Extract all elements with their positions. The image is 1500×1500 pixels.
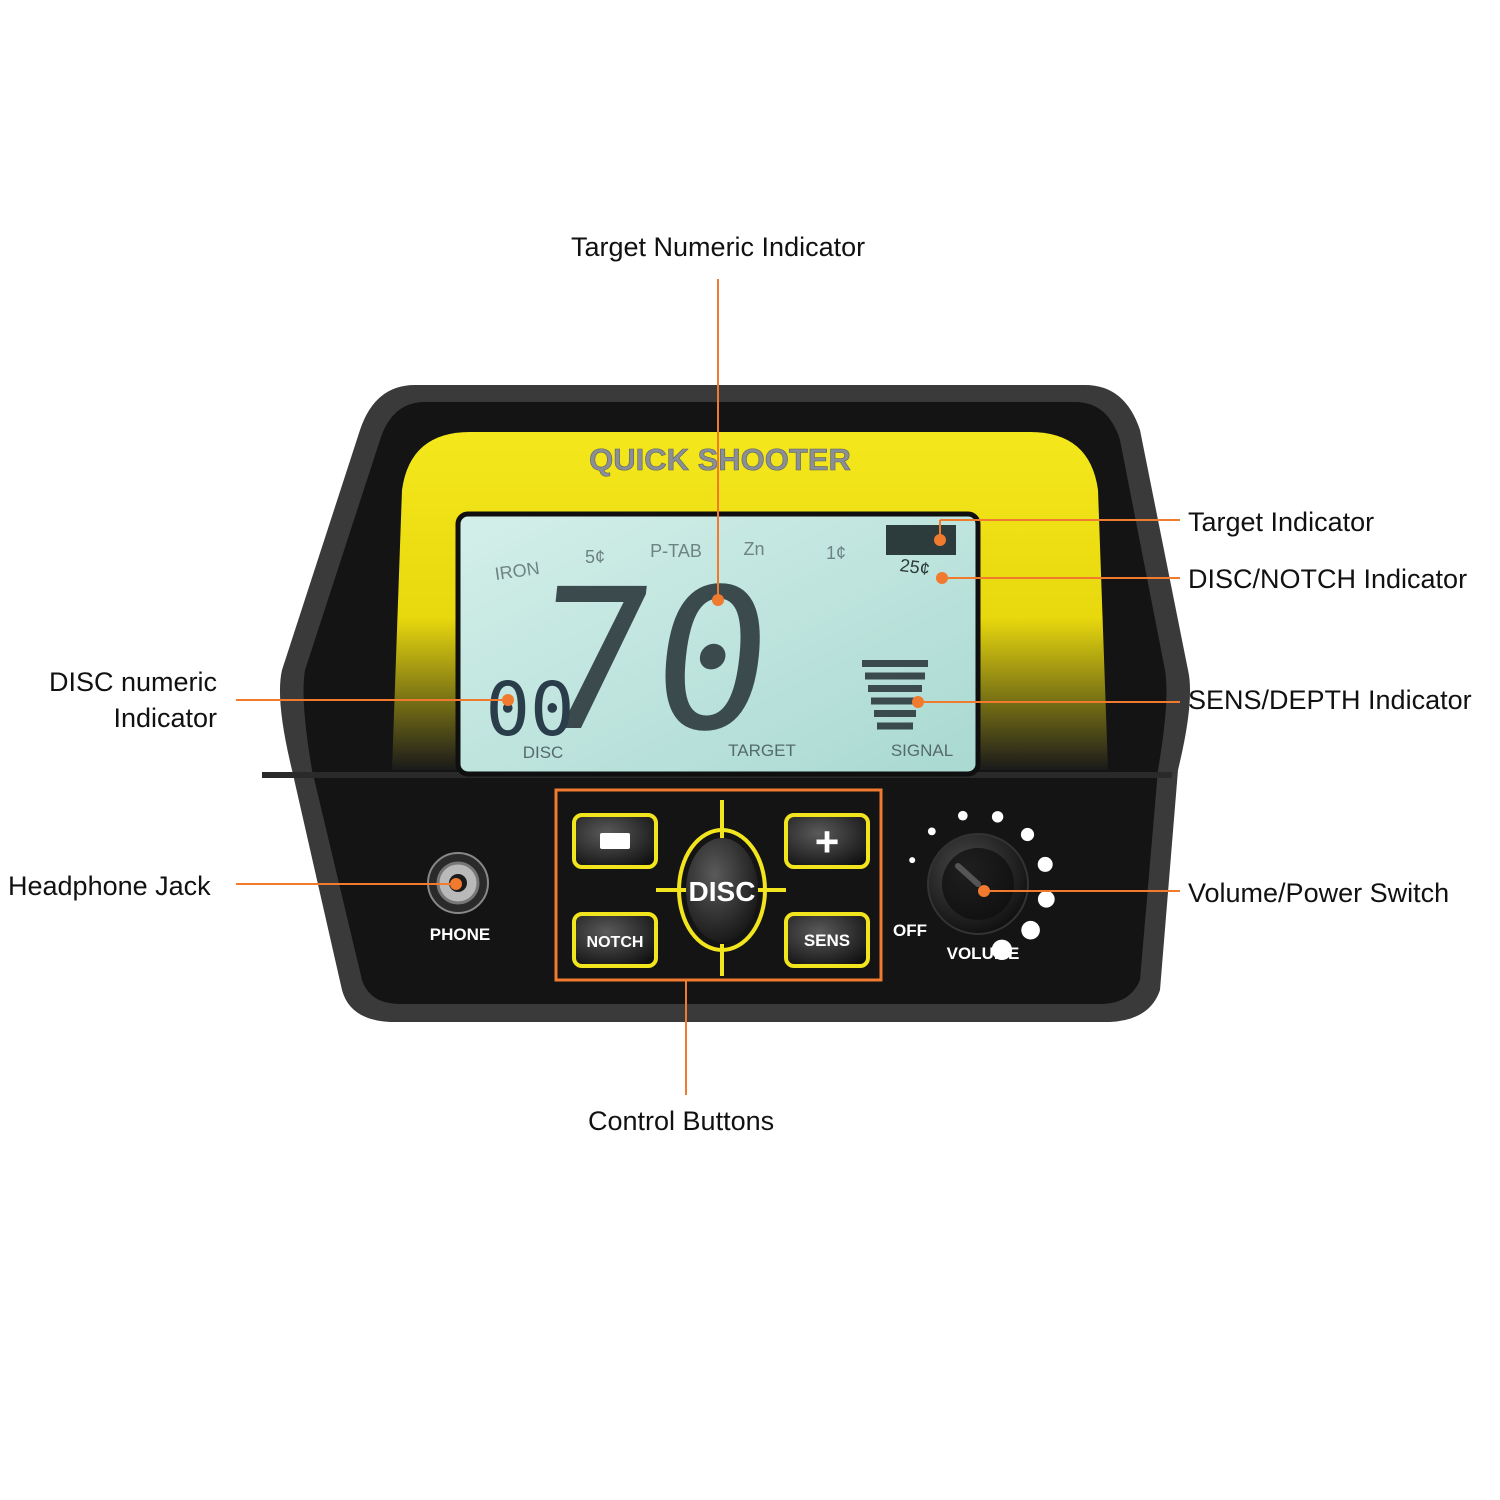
brand-label: QUICK SHOOTER: [589, 442, 851, 477]
sens-button-label: SENS: [804, 931, 850, 950]
volume-knob[interactable]: [927, 833, 1029, 935]
callout-headphone-jack: Headphone Jack: [8, 871, 211, 901]
target-numeric-display: 70: [524, 548, 783, 774]
signal-bar: [862, 660, 928, 667]
plus-button[interactable]: +: [784, 813, 870, 869]
volume-scale-dot: [1021, 920, 1040, 940]
callout-control-buttons: Control Buttons: [588, 1106, 775, 1136]
callout-target-indicator: Target Indicator: [1188, 507, 1375, 537]
lcd-target-label: TARGET: [728, 741, 796, 760]
notch-button-label: NOTCH: [587, 934, 644, 951]
signal-bars: [862, 660, 928, 730]
signal-bar: [871, 697, 919, 705]
lcd-category-25c: 25¢: [899, 555, 932, 579]
signal-bar: [868, 685, 922, 692]
callout-disc-numeric-line2: Indicator: [113, 703, 217, 733]
control-panel-frame: [554, 788, 883, 982]
volume-scale-dots: [909, 810, 1055, 960]
volume-scale-dot: [1020, 827, 1035, 842]
volume-scale-dot: [909, 857, 916, 864]
callout-endpoints: [450, 534, 990, 897]
volume-scale-dot: [1037, 856, 1053, 872]
sens-button[interactable]: SENS: [784, 912, 870, 968]
lcd-category-1c: 1¢: [826, 543, 846, 563]
signal-bar: [877, 722, 913, 730]
volume-off-label: OFF: [893, 921, 927, 940]
volume-label: VOLUME: [947, 944, 1020, 963]
signal-bar: [865, 672, 925, 680]
lcd-signal-label: SIGNAL: [891, 741, 953, 760]
callout-volume-power: Volume/Power Switch: [1188, 878, 1450, 908]
notch-button[interactable]: NOTCH: [572, 912, 658, 968]
volume-scale-dot: [1037, 890, 1055, 908]
plus-button-label: +: [815, 818, 840, 865]
minus-button[interactable]: [572, 813, 658, 869]
volume-scale-dot: [958, 810, 968, 821]
lcd-category-5c: 5¢: [585, 547, 605, 567]
lcd-category-zn: Zn: [743, 539, 764, 559]
signal-bar: [874, 710, 916, 717]
headphone-jack-label: PHONE: [430, 925, 490, 944]
callout-disc-numeric-line1: DISC numeric: [48, 667, 217, 697]
disc-button[interactable]: DISC: [656, 800, 786, 976]
lcd-category-ptab: P-TAB: [650, 541, 702, 561]
callout-lines: [236, 279, 1180, 1095]
volume-scale-dot: [991, 939, 1013, 960]
lcd-disc-label: DISC: [523, 743, 564, 762]
volume-scale-dot: [991, 811, 1004, 823]
callout-sens-depth: SENS/DEPTH Indicator: [1188, 685, 1472, 715]
disc-numeric-display: 00: [485, 667, 574, 753]
disc-button-label: DISC: [689, 876, 756, 907]
lcd-category-row: IRON 5¢ P-TAB Zn 1¢ 25¢: [493, 539, 931, 584]
callout-disc-notch: DISC/NOTCH Indicator: [1188, 564, 1468, 594]
volume-scale-dot: [927, 827, 936, 836]
callout-target-numeric: Target Numeric Indicator: [571, 232, 866, 262]
